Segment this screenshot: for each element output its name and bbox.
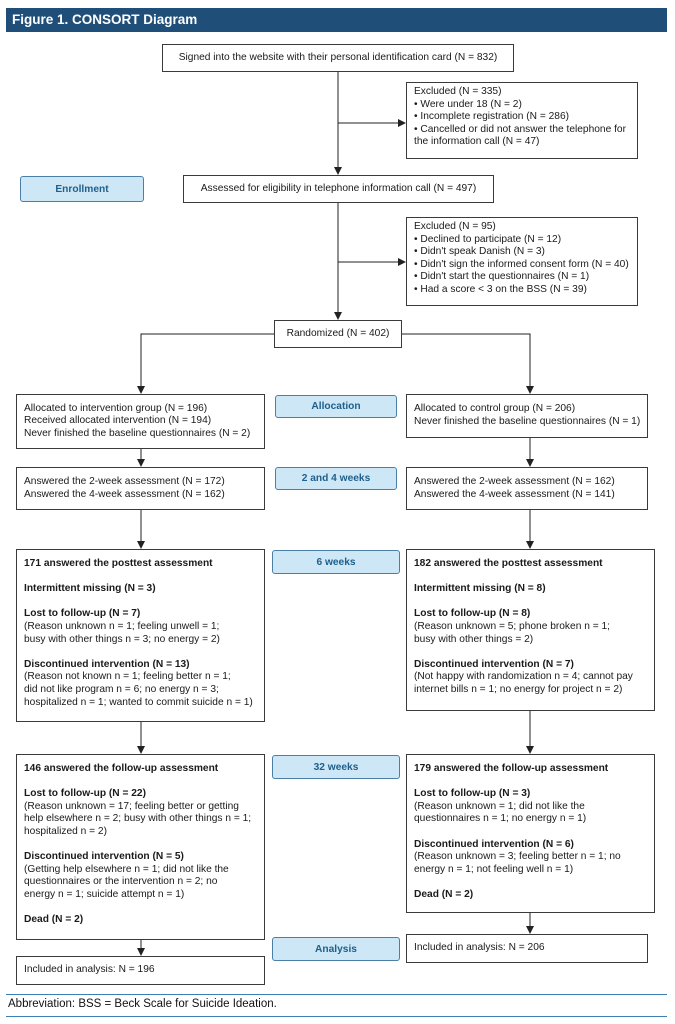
intervention-2-4-week-box: Answered the 2-week assessment (N = 172)… [16,467,265,510]
control-32-dead: Dead (N = 2) [414,888,474,900]
intervention-32-discontinued-reason: energy n = 1; suicide attempt n = 1) [24,888,185,900]
control-32-week-box: 179 answered the follow-up assessment Lo… [406,754,655,913]
excluded-2-header: Excluded (N = 95) [414,221,496,232]
intervention-32-discontinued-reason: (Getting help elsewhere n = 1; did not l… [24,863,229,875]
control-allocation-line: Never finished the baseline questionnair… [414,416,641,427]
control-6-week-box: 182 answered the posttest assessment Int… [406,549,655,711]
control-posttest-answered: 182 answered the posttest assessment [414,558,603,569]
assessed-box: Assessed for eligibility in telephone in… [183,175,494,203]
excluded-2-box: Excluded (N = 95) • Declined to particip… [406,217,638,306]
intervention-analysis-text: Included in analysis: N = 196 [24,964,155,976]
intervention-32-discontinued-reason: questionnaires or the intervention n = 2… [24,876,218,888]
control-discontinued-reason: internet bills n = 1; no energy for proj… [414,683,623,695]
excluded-1-header: Excluded (N = 335) [414,86,502,97]
control-32-lost-reason: (Reason unknown = 1; did not like the [414,800,585,812]
control-allocation-box: Allocated to control group (N = 206) Nev… [406,394,648,438]
intervention-32-lost-reason: (Reason unknown = 17; feeling better or … [24,800,239,812]
control-4-week-text: Answered the 4-week assessment (N = 141) [414,488,615,500]
excluded-1-item: • Cancelled or did not answer the teleph… [414,123,626,135]
excluded-1-box: Excluded (N = 335) • Were under 18 (N = … [406,82,638,159]
footer-rule-top [6,994,667,995]
excluded-2-item: • Didn't start the questionnaires (N = 1… [414,271,590,283]
control-analysis-text: Included in analysis: N = 206 [414,942,545,954]
intervention-32-week-box: 146 answered the follow-up assessment Lo… [16,754,265,940]
intervention-allocation-line: Never finished the baseline questionnair… [24,427,251,439]
control-32-lost-reason: questionnaires n = 1; no energy n = 1) [414,813,587,825]
intervention-discontinued-reason: hospitalized n = 1; wanted to commit sui… [24,696,253,708]
control-analysis-box: Included in analysis: N = 206 [406,934,648,963]
intervention-allocation-line: Received allocated intervention (N = 194… [24,415,212,427]
stage-allocation: Allocation [275,395,397,418]
intervention-lost-reason: busy with other things n = 3; no energy … [24,633,220,645]
control-32-discontinued: Discontinued intervention (N = 6) [414,838,574,850]
intervention-32-lost-follow-up: Lost to follow-up (N = 22) [24,788,146,800]
assessed-text: Assessed for eligibility in telephone in… [200,182,477,194]
control-lost-reason: busy with other things = 2) [414,633,534,645]
excluded-1-item: the information call (N = 47) [414,136,540,148]
intervention-allocation-box: Allocated to intervention group (N = 196… [16,394,265,449]
control-2-week-text: Answered the 2-week assessment (N = 162) [414,475,615,487]
figure-title: Figure 1. CONSORT Diagram [6,8,667,32]
excluded-1-item: • Incomplete registration (N = 286) [414,111,570,123]
stage-6-weeks: 6 weeks [272,550,400,574]
intervention-2-week-text: Answered the 2-week assessment (N = 172) [24,475,225,487]
control-32-lost-follow-up: Lost to follow-up (N = 3) [414,788,531,800]
arrow-randomized-to-control [402,333,534,394]
intervention-allocation-line: Allocated to intervention group (N = 196… [24,402,208,414]
abbreviation-note: Abbreviation: BSS = Beck Scale for Suici… [8,998,277,1010]
stage-2-and-4-weeks: 2 and 4 weeks [275,467,397,490]
stage-analysis: Analysis [272,937,400,961]
signed-in-text: Signed into the website with their perso… [178,51,498,63]
intervention-posttest-answered: 171 answered the posttest assessment [24,558,213,569]
excluded-1-item: • Were under 18 (N = 2) [414,98,522,110]
stage-32-weeks: 32 weeks [272,755,400,779]
control-2-4-week-box: Answered the 2-week assessment (N = 162)… [406,467,648,510]
randomized-box: Randomized (N = 402) [274,320,402,348]
intervention-intermittent-missing: Intermittent missing (N = 3) [24,583,156,595]
intervention-lost-follow-up: Lost to follow-up (N = 7) [24,608,141,620]
arrow-randomized-to-intervention [137,333,274,394]
signed-in-box: Signed into the website with their perso… [162,44,514,72]
intervention-32-lost-reason: hospitalized n = 2) [24,825,107,837]
control-intermittent-missing: Intermittent missing (N = 8) [414,583,546,595]
control-lost-reason: (Reason unknown = 5; phone broken n = 1; [414,620,610,632]
intervention-32-lost-reason: help elsewhere n = 2; busy with other th… [24,813,252,825]
intervention-4-week-text: Answered the 4-week assessment (N = 162) [24,488,225,500]
intervention-32-dead: Dead (N = 2) [24,914,84,926]
excluded-2-item: • Didn't sign the informed consent form … [414,258,629,270]
control-discontinued: Discontinued intervention (N = 7) [414,658,574,670]
control-discontinued-reason: (Not happy with randomization n = 4; can… [414,671,633,683]
control-follow-up-answered: 179 answered the follow-up assessment [414,763,609,774]
intervention-discontinued: Discontinued intervention (N = 13) [24,658,190,670]
intervention-analysis-box: Included in analysis: N = 196 [16,956,265,985]
intervention-lost-reason: (Reason unknown n = 1; feeling unwell = … [24,620,220,632]
excluded-2-item: • Didn't speak Danish (N = 3) [414,246,545,258]
stage-enrollment: Enrollment [20,176,144,202]
intervention-discontinued-reason: (Reason not known n = 1; feeling better … [24,671,231,683]
footer-rule-bottom [6,1016,667,1017]
control-32-discontinued-reason: (Reason unknown = 3; feeling better n = … [414,851,621,863]
intervention-32-discontinued: Discontinued intervention (N = 5) [24,851,184,863]
intervention-6-week-box: 171 answered the posttest assessment Int… [16,549,265,722]
intervention-discontinued-reason: did not like program n = 6; no energy n … [24,683,219,695]
control-32-discontinued-reason: energy n = 1; not feeling well n = 1) [414,863,574,875]
intervention-follow-up-answered: 146 answered the follow-up assessment [24,763,219,774]
randomized-text: Randomized (N = 402) [286,327,390,339]
control-lost-follow-up: Lost to follow-up (N = 8) [414,608,531,620]
excluded-2-item: • Declined to participate (N = 12) [414,233,562,245]
control-allocation-line: Allocated to control group (N = 206) [414,403,576,415]
excluded-2-item: • Had a score < 3 on the BSS (N = 39) [414,283,587,295]
